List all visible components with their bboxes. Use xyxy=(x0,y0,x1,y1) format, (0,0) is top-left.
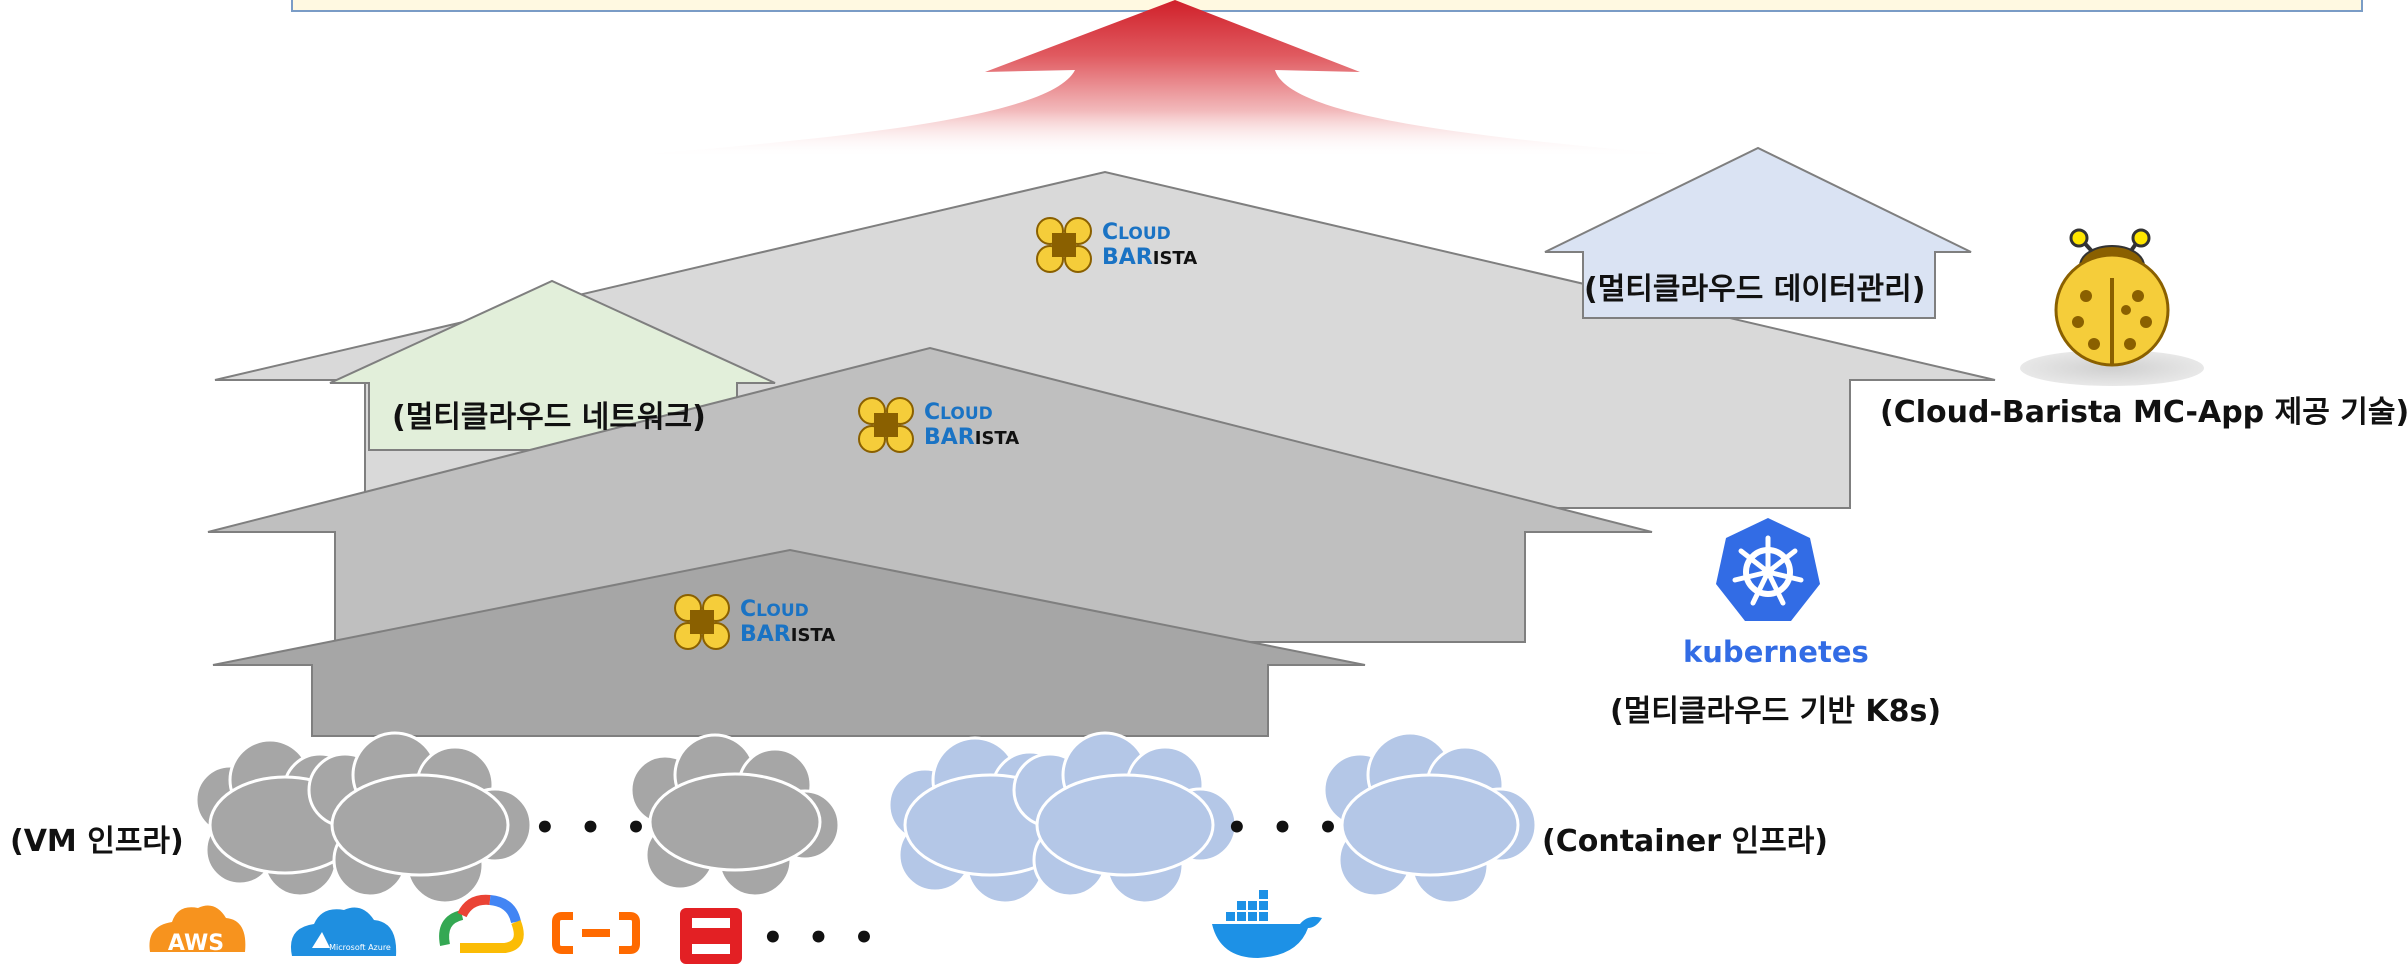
brand-bar: BAR xyxy=(1102,245,1153,270)
google-cloud-icon xyxy=(439,894,524,953)
azure-icon: Microsoft Azure xyxy=(290,907,397,956)
cloud-barista-logo-middle: CLOUD BARISTA xyxy=(856,396,1019,454)
mc-app-label: (Cloud-Barista MC-App 제공 기술) xyxy=(1880,395,2408,430)
docker-icon xyxy=(1212,890,1322,958)
ladybug-icon xyxy=(2020,228,2204,386)
kubernetes-wordmark: kubernetes xyxy=(1683,635,1869,669)
layer-bottom xyxy=(212,548,1366,737)
cloud-barista-logo-icon xyxy=(858,397,914,453)
cloud-barista-logo-icon xyxy=(674,594,730,650)
brand-c: C xyxy=(1102,219,1119,245)
brand-c: C xyxy=(740,596,757,622)
network-label: (멀티클라우드 네트워크) xyxy=(392,400,706,435)
aws-icon: AWS xyxy=(149,905,246,956)
cloud-barista-logo-icon xyxy=(1036,217,1092,273)
brand-c: C xyxy=(924,399,941,425)
container-ellipsis: • • • xyxy=(1226,808,1345,848)
svg-text:AWS: AWS xyxy=(168,931,224,956)
container-cloud-3 xyxy=(1322,731,1538,905)
cloud-barista-logo-bottom: CLOUD BARISTA xyxy=(672,593,835,651)
container-cloud-2 xyxy=(1012,731,1238,905)
vm-infra-label: (VM 인프라) xyxy=(10,824,184,859)
kubernetes-icon xyxy=(1716,518,1820,621)
layer-middle xyxy=(207,346,1653,643)
k8s-base-label: (멀티클라우드 기반 K8s) xyxy=(1610,694,1942,729)
red-up-arrow xyxy=(600,0,1720,158)
container-infra-label: (Container 인프라) xyxy=(1542,824,1829,859)
data-mgmt-label: (멀티클라우드 데이터관리) xyxy=(1584,272,1926,307)
brand-loud: LOUD xyxy=(1118,223,1171,244)
vm-ellipsis: • • • xyxy=(534,808,653,848)
vm-cloud-3 xyxy=(629,733,841,898)
svg-text:Microsoft Azure: Microsoft Azure xyxy=(329,943,391,952)
brand-loud: LOUD xyxy=(940,403,993,424)
provider-ellipsis: • • • xyxy=(762,918,881,958)
brand-loud: LOUD xyxy=(756,600,809,621)
brand-bar: BAR xyxy=(740,622,791,647)
cloud-barista-logo-top: CLOUD BARISTA xyxy=(1034,216,1197,274)
openstack-icon xyxy=(680,908,742,964)
data-mgmt-arrow xyxy=(1544,146,1972,319)
brand-ista: ISTA xyxy=(974,428,1020,449)
brand-bar: BAR xyxy=(924,425,975,450)
vm-cloud-2 xyxy=(307,731,533,905)
brand-ista: ISTA xyxy=(1152,248,1198,269)
alibaba-cloud-icon xyxy=(552,912,640,954)
brand-ista: ISTA xyxy=(790,625,836,646)
top-box-edge xyxy=(291,0,2363,12)
